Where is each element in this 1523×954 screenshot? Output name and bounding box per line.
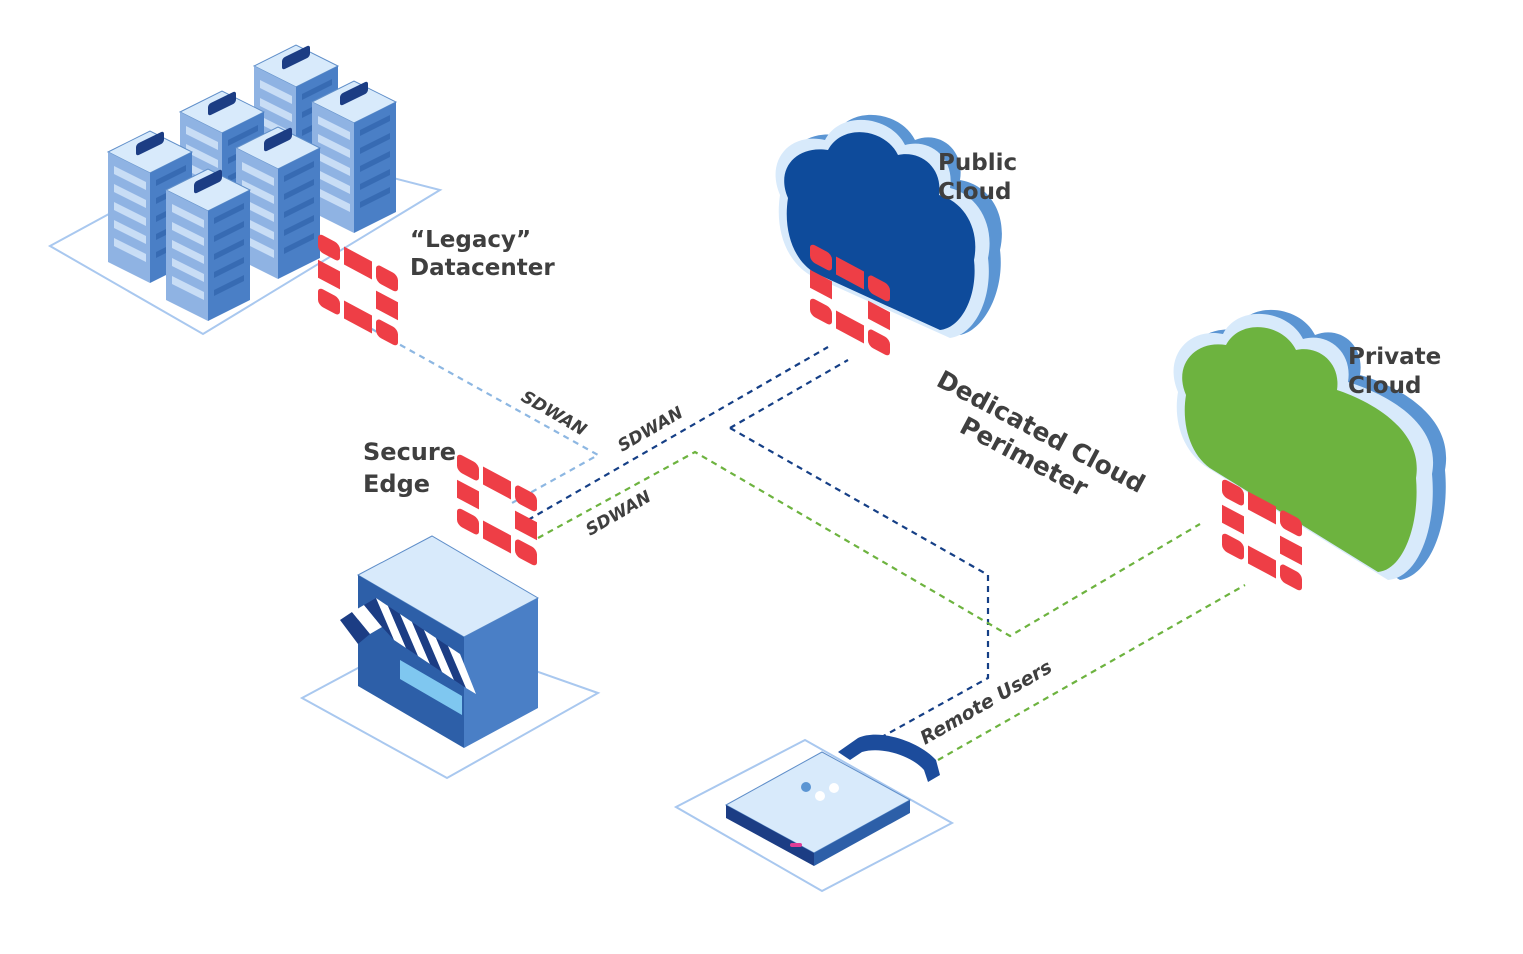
link-label-datacenter-edge: SDWAN bbox=[518, 387, 590, 440]
private-cloud-label: Private Cloud bbox=[1348, 344, 1449, 399]
link-public-edge bbox=[527, 346, 829, 521]
link-private-edge bbox=[537, 450, 1201, 638]
remote-platform bbox=[673, 738, 955, 893]
firewall-icon-edge bbox=[457, 452, 537, 568]
perimeter-label: Dedicated Cloud Perimeter bbox=[918, 365, 1157, 530]
link-public-remote-a bbox=[729, 359, 849, 429]
datacenter-label: “Legacy” Datacenter bbox=[410, 227, 555, 281]
link-label-public-edge: SDWAN bbox=[615, 403, 687, 456]
links bbox=[351, 317, 1246, 761]
server-rack-icon bbox=[107, 44, 397, 322]
remote-users-label: Remote Users bbox=[917, 656, 1056, 749]
secure-edge-label-line2: Edge bbox=[363, 470, 430, 498]
link-public-remote-b bbox=[729, 427, 990, 739]
public-cloud-label-line1: Public bbox=[938, 150, 1017, 176]
public-cloud-icon bbox=[775, 114, 1002, 338]
link-private-remote bbox=[937, 584, 1246, 761]
private-cloud-label-line2: Cloud bbox=[1348, 373, 1421, 399]
link-datacenter-edge bbox=[351, 317, 601, 504]
datacenter-label-line1: “Legacy” bbox=[410, 227, 531, 253]
padlock-icon bbox=[724, 734, 940, 866]
private-cloud-label-line1: Private bbox=[1348, 344, 1441, 370]
firewall-icon-datacenter bbox=[318, 232, 398, 348]
private-cloud-icon bbox=[1173, 309, 1447, 580]
secure-edge-label: Secure Edge bbox=[363, 438, 464, 498]
storefront-icon bbox=[340, 535, 540, 748]
secure-edge-label-line1: Secure bbox=[363, 438, 456, 466]
public-cloud-label-line2: Cloud bbox=[938, 179, 1011, 205]
public-cloud-label: Public Cloud bbox=[938, 150, 1025, 205]
datacenter-label-line2: Datacenter bbox=[410, 255, 555, 281]
